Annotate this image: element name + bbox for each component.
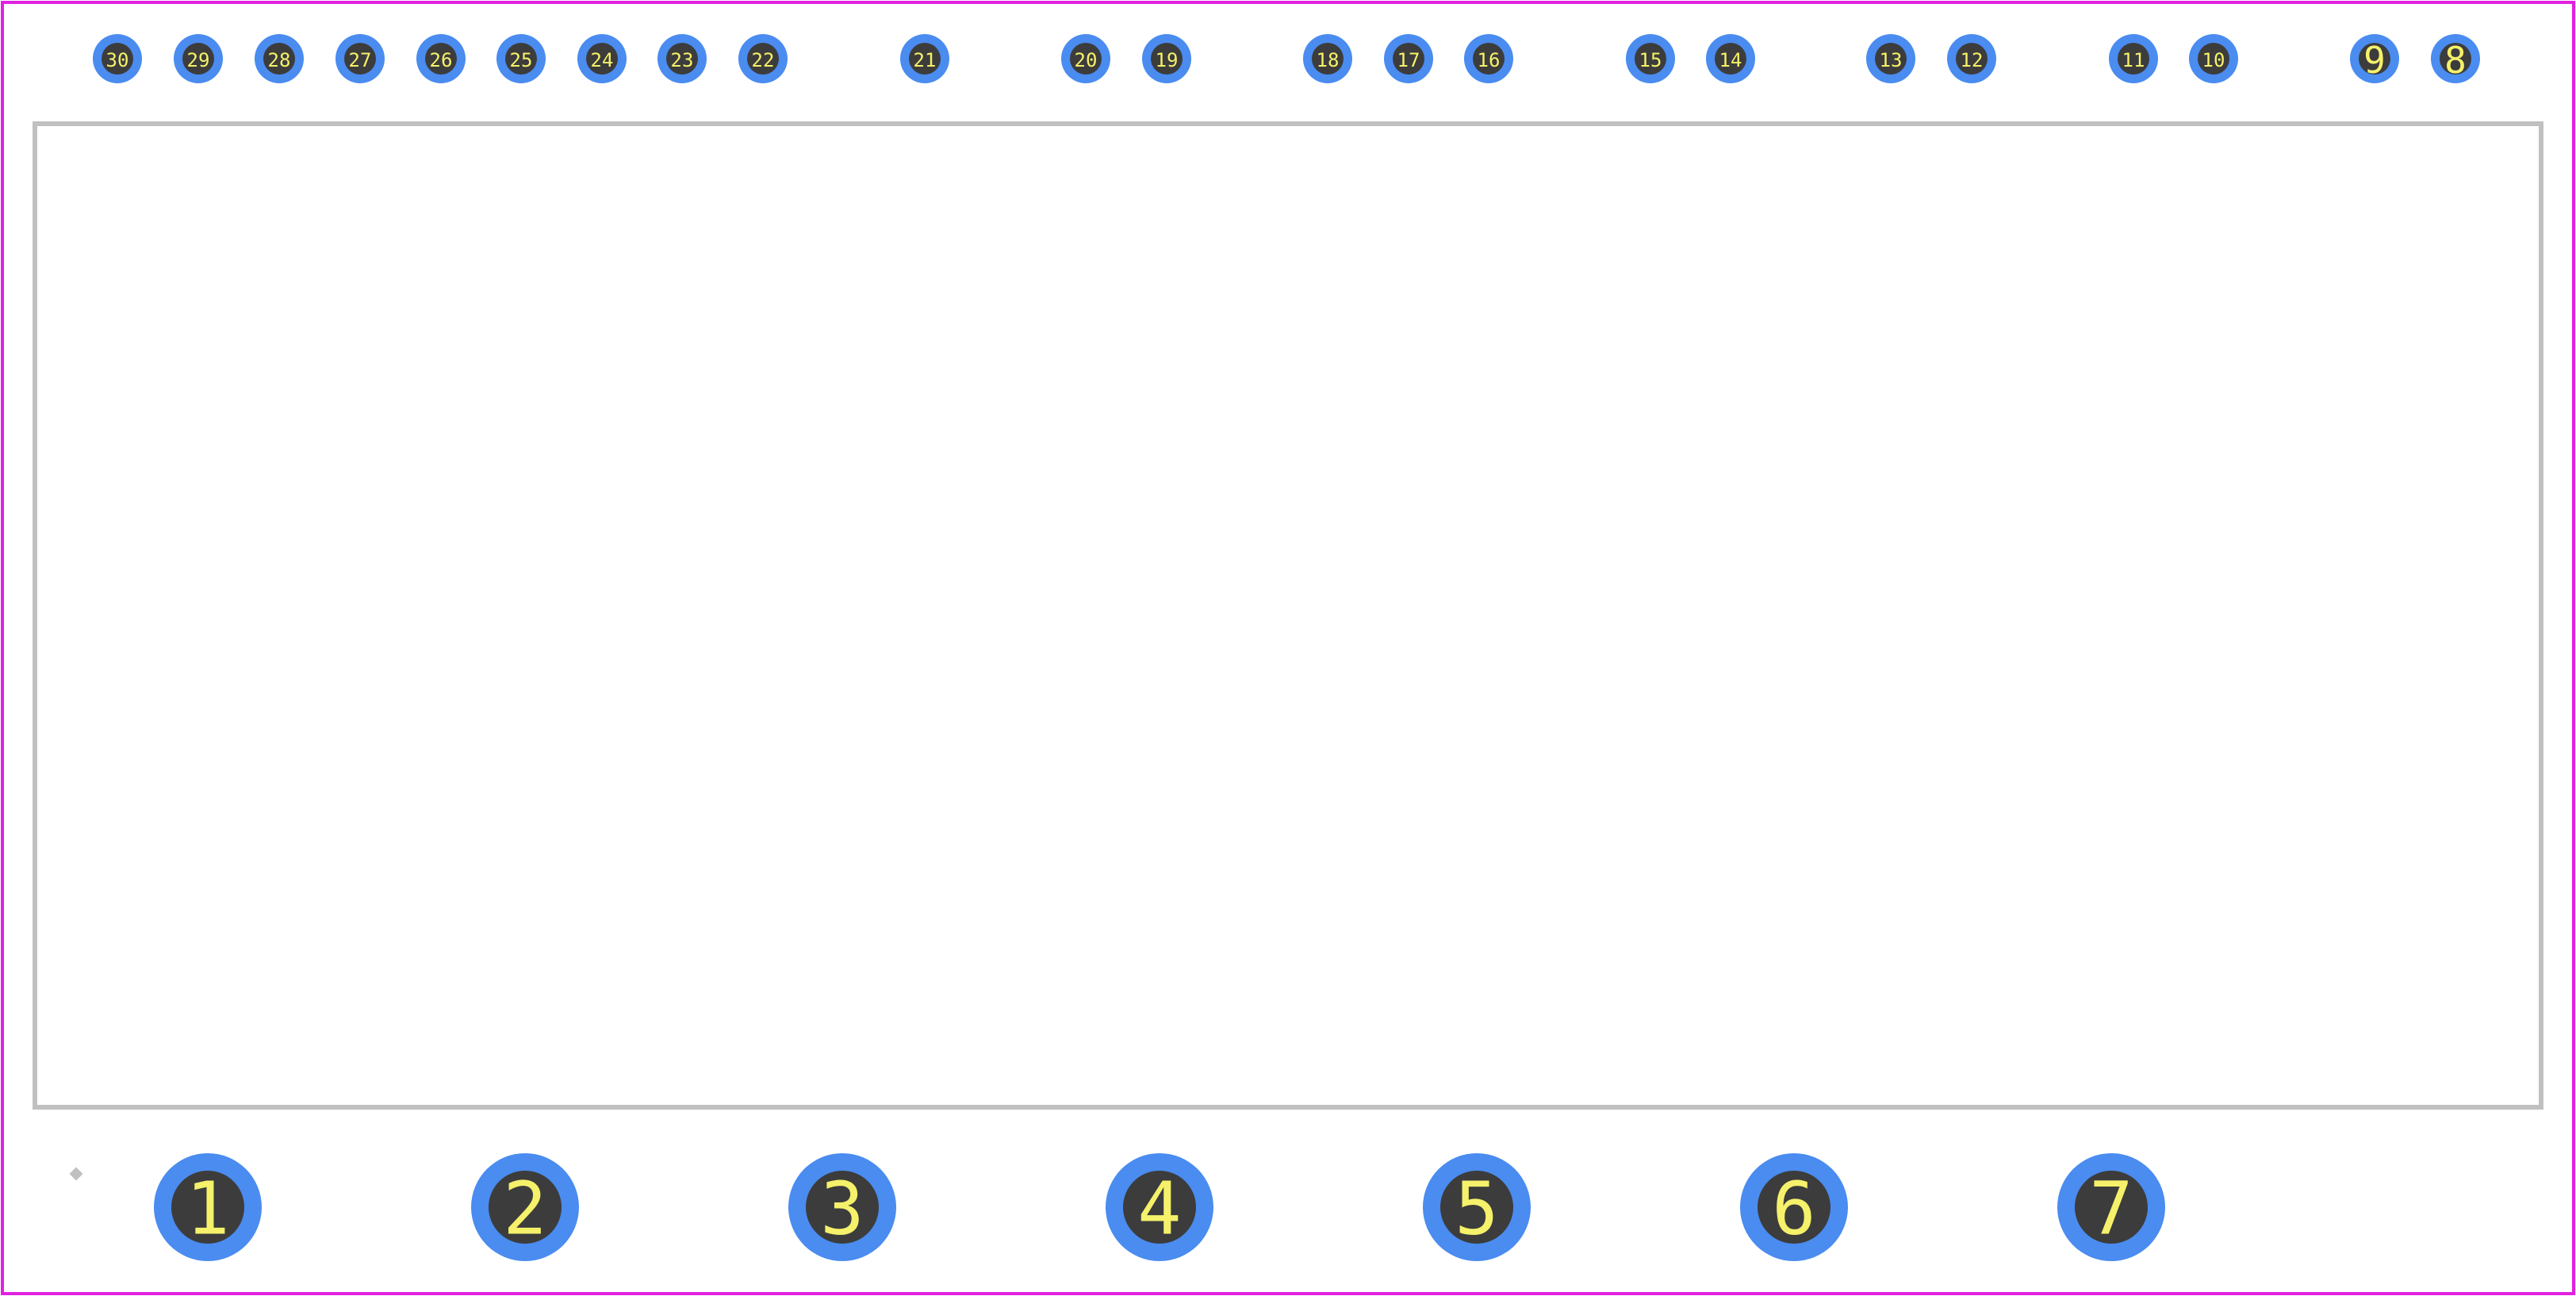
pad-drill-hole [909, 43, 941, 75]
pad-number-label: 24 [591, 49, 614, 71]
pad-number-label: 23 [671, 49, 694, 71]
pad-number-label: 1 [186, 1167, 229, 1252]
pad-number-label: 25 [510, 49, 533, 71]
pad-number-label: 9 [2363, 39, 2386, 82]
pad-drill-hole [1758, 1171, 1830, 1244]
small-pad-16: 16 [1464, 34, 1513, 83]
pad-number-label: 16 [1478, 49, 1501, 71]
pad-drill-hole [806, 1171, 879, 1244]
pad-number-label: 8 [2444, 39, 2467, 82]
small-pad-21: 21 [900, 34, 949, 83]
pad-number-label: 11 [2122, 49, 2145, 71]
small-pad-25: 25 [496, 34, 546, 83]
small-pad-28: 28 [255, 34, 304, 83]
pad-drill-hole [666, 43, 698, 75]
pad-drill-hole [2118, 43, 2149, 75]
pad-drill-hole [1715, 43, 1746, 75]
pad-number-label: 30 [106, 49, 129, 71]
pad-drill-hole [747, 43, 779, 75]
pad-number-label: 10 [2202, 49, 2225, 71]
pad-number-label: 14 [1719, 49, 1742, 71]
pad-drill-hole [1393, 43, 1424, 75]
small-pad-24: 24 [577, 34, 627, 83]
pad-number-label: 6 [1772, 1167, 1815, 1252]
small-pad-18: 18 [1303, 34, 1352, 83]
large-pad-group: 1 2 3 4 5 6 7 [154, 1153, 2165, 1261]
small-pad-22: 22 [738, 34, 788, 83]
pad-number-label: 22 [752, 49, 775, 71]
small-pad-30: 30 [93, 34, 142, 83]
pad-number-label: 20 [1075, 49, 1098, 71]
pad-number-label: 7 [2089, 1167, 2133, 1252]
pad-number-label: 21 [914, 49, 937, 71]
small-pad-14: 14 [1706, 34, 1755, 83]
small-pad-9: 9 [2350, 34, 2399, 83]
pad-drill-hole [2075, 1171, 2148, 1244]
pad-number-label: 15 [1639, 49, 1662, 71]
pad-number-label: 17 [1397, 49, 1420, 71]
small-pad-11: 11 [2109, 34, 2158, 83]
pad-drill-hole [1473, 43, 1505, 75]
small-pad-group: 30 29 28 27 26 25 24 23 22 21 20 19 18 17 16 15 14 13 12 11… [93, 34, 2480, 83]
pad-number-label: 26 [430, 49, 453, 71]
pad-drill-hole [1440, 1171, 1513, 1244]
pad-drill-hole [2440, 43, 2471, 75]
pad-drill-hole [1312, 43, 1344, 75]
pad-drill-hole [425, 43, 457, 75]
pad-number-label: 4 [1137, 1167, 1181, 1252]
large-pad-7: 7 [2057, 1153, 2165, 1261]
small-pad-20: 20 [1061, 34, 1110, 83]
small-pad-27: 27 [335, 34, 385, 83]
pad-drill-hole [1956, 43, 1988, 75]
pad-number-label: 2 [503, 1167, 546, 1252]
small-pad-17: 17 [1384, 34, 1433, 83]
pad-drill-hole [1875, 43, 1907, 75]
pad-drill-hole [1635, 43, 1666, 75]
small-pad-23: 23 [657, 34, 707, 83]
small-pad-13: 13 [1866, 34, 1915, 83]
pad-drill-hole [171, 1171, 244, 1244]
pad-drill-hole [489, 1171, 562, 1244]
silkscreen-body-outline [33, 121, 2543, 1110]
small-pad-8: 8 [2431, 34, 2480, 83]
pad-number-label: 29 [187, 49, 210, 71]
large-pad-6: 6 [1740, 1153, 1848, 1261]
pad-drill-hole [182, 43, 214, 75]
large-pad-5: 5 [1423, 1153, 1531, 1261]
pad-drill-hole [1151, 43, 1183, 75]
pin-one-marker [69, 1167, 83, 1181]
small-pad-10: 10 [2189, 34, 2238, 83]
pad-drill-hole [586, 43, 618, 75]
small-pad-29: 29 [174, 34, 223, 83]
large-pad-2: 2 [471, 1153, 579, 1261]
pad-drill-hole [2198, 43, 2229, 75]
pad-number-label: 13 [1880, 49, 1903, 71]
large-pad-3: 3 [788, 1153, 896, 1261]
pad-drill-hole [505, 43, 537, 75]
pad-number-label: 19 [1156, 49, 1179, 71]
pad-drill-hole [344, 43, 376, 75]
pad-drill-hole [1123, 1171, 1196, 1244]
pad-number-label: 12 [1961, 49, 1984, 71]
pad-drill-hole [263, 43, 295, 75]
pad-drill-hole [102, 43, 133, 75]
pad-drill-hole [1070, 43, 1102, 75]
large-pad-4: 4 [1106, 1153, 1213, 1261]
small-pad-12: 12 [1947, 34, 1996, 83]
large-pad-1: 1 [154, 1153, 262, 1261]
pad-number-label: 3 [820, 1167, 864, 1252]
small-pad-19: 19 [1142, 34, 1191, 83]
pad-number-label: 18 [1317, 49, 1340, 71]
small-pad-26: 26 [416, 34, 466, 83]
pad-number-label: 5 [1455, 1167, 1498, 1252]
pad-number-label: 28 [268, 49, 291, 71]
pad-number-label: 27 [349, 49, 372, 71]
small-pad-15: 15 [1626, 34, 1675, 83]
pad-drill-hole [2359, 43, 2390, 75]
